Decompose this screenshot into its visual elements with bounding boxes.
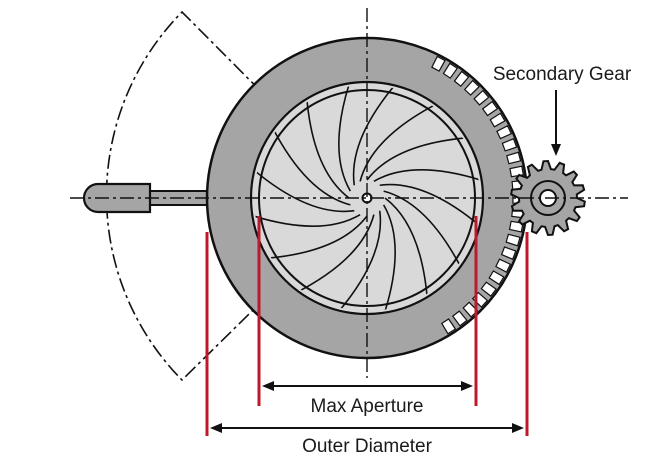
secondary-gear-label: Secondary Gear [493,64,632,85]
housing-gear-tooth [442,62,459,79]
housing-gear-tooth [473,89,490,106]
iris-blade [359,100,442,182]
housing-gear-tooth [508,220,524,233]
iris-blade [366,136,473,181]
housing-gear-tooth [481,100,499,117]
housing-gear-tooth [506,151,522,165]
housing-gear-tooth [501,138,518,152]
iris-blade [305,92,350,199]
iris-blade [383,190,465,273]
iris-blade [261,215,368,260]
housing-gear-tooth [505,233,521,247]
max-aperture-dimension [262,381,473,391]
iris-blade [334,210,382,311]
housing-gear-tooth [440,318,457,335]
lever-swing-range [105,10,369,382]
housing-gear-tooth [495,258,512,274]
iris-blade [373,169,480,184]
max-aperture-label: Max Aperture [311,396,424,417]
dimension-lines [205,216,529,436]
iris-blade [352,85,400,186]
iris-blade [338,85,353,192]
housing-gear-tooth [496,124,513,140]
lever-knob [82,182,152,214]
housing-gear-tooth [500,246,517,260]
outer-diameter-label: Outer Diameter [302,436,433,457]
housing-gear-tooth [451,310,468,327]
iris-blade [384,197,429,304]
iris-blade [292,214,375,296]
iris-blades [254,85,480,311]
housing-gear-tooth [431,55,446,72]
housing-gear-tooth [509,165,524,178]
iris-blade [254,165,355,213]
iris-blade [381,204,396,311]
housing-gear-tooth [453,70,470,88]
outer-diameter-dimension [210,423,524,433]
iris-blade [269,123,351,206]
iris-blade [379,183,480,231]
housing-gear-tooth [463,79,480,96]
housing-gear-tooth [480,281,497,297]
housing-gear-tooth [488,270,505,286]
iris-blade [254,212,361,227]
secondary-gear-callout-arrow [551,90,561,156]
housing-gear-tooth [489,112,506,128]
